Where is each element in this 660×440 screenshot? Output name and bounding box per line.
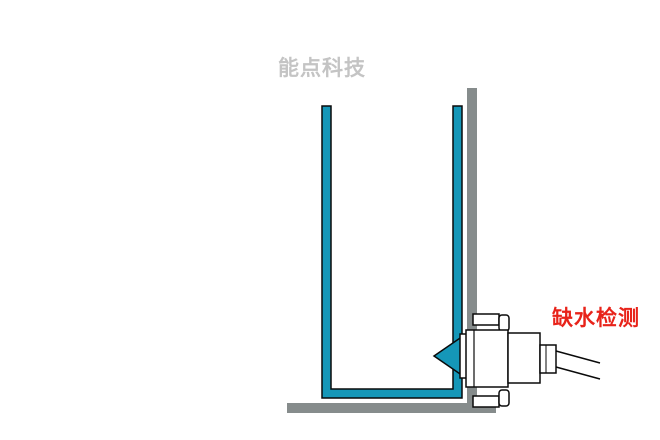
support-wall: [467, 88, 477, 313]
sensor-probe-tip: [432, 334, 464, 378]
water-shortage-label: 缺水检测: [552, 306, 640, 330]
bracket-top-cap: [498, 314, 510, 332]
sensor-flange: [465, 329, 509, 388]
bracket-bottom: [472, 395, 500, 408]
bracket-bottom-cap: [498, 389, 510, 407]
water-tank: [321, 105, 463, 399]
floor-slab: [287, 403, 496, 413]
support-wall-bottom: [467, 385, 477, 405]
support-wall-lower: [467, 313, 477, 338]
sensor-cable-bottom: [555, 366, 601, 380]
company-watermark: 能点科技: [278, 56, 366, 80]
sensor-cable-top: [555, 350, 601, 364]
sensor-nut: [539, 344, 557, 374]
bracket-top: [472, 313, 500, 326]
sensor-body: [507, 332, 541, 384]
